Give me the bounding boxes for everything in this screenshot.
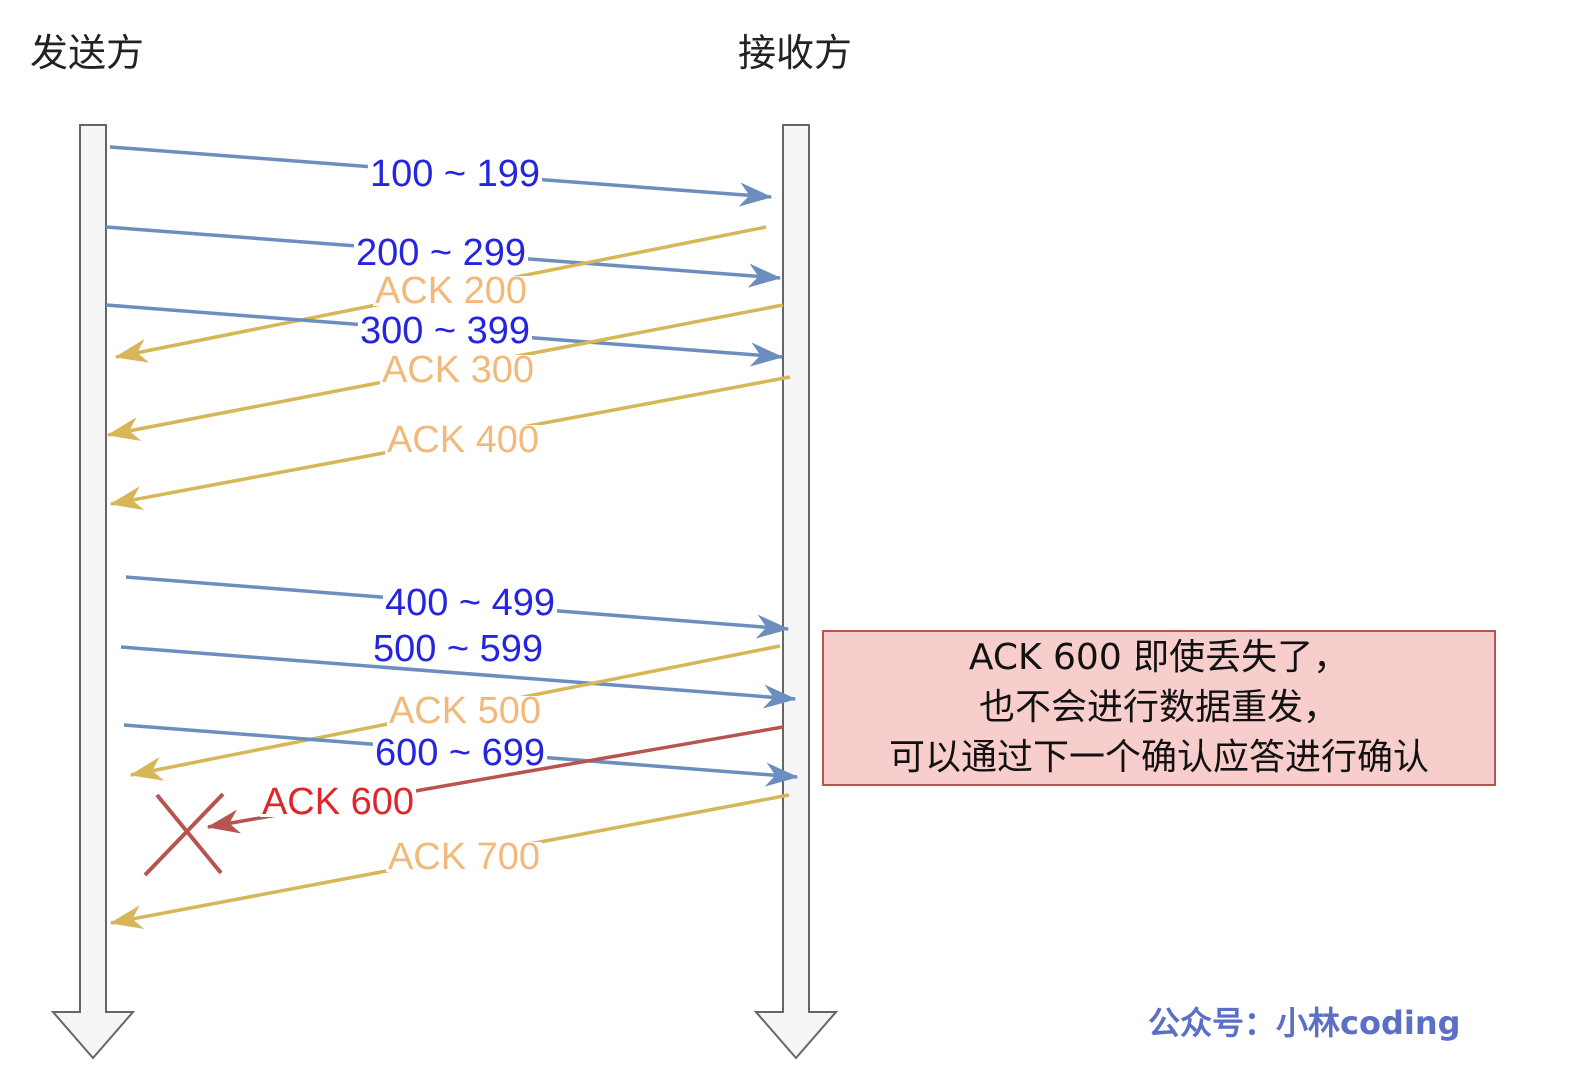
label-300-399: 300 ~ 399 [360, 310, 530, 352]
label-600-699: 600 ~ 699 [375, 732, 545, 774]
arrowhead-600-699 [764, 762, 799, 787]
label-bg-400-499 [382, 588, 558, 618]
label-bg-ack-600 [259, 787, 417, 817]
label-500-599: 500 ~ 599 [373, 628, 543, 670]
note-line-1: ACK 600 即使丢失了， [968, 637, 1350, 678]
arrowhead-300-399 [749, 342, 784, 367]
arrowhead-100-199 [738, 182, 773, 207]
note-line-2: 也不会进行数据重发， [978, 687, 1339, 728]
label-bg-ack-700 [385, 842, 543, 872]
label-ack-400: ACK 400 [387, 419, 539, 461]
sender-lifeline [50, 124, 136, 1060]
arrowhead-500-599 [762, 684, 797, 709]
label-ack-500: ACK 500 [389, 690, 541, 732]
arrowhead-ack-300 [106, 417, 142, 441]
arrowhead-200-299 [747, 263, 782, 288]
label-bg-100-199 [367, 159, 543, 189]
receiver-title: 接收方 [738, 31, 853, 75]
note-box: ACK 600 即使丢失了， 也不会进行数据重发， 可以通过下一个确认应答进行确… [822, 630, 1496, 786]
arrow-500-599 [120, 645, 796, 701]
arrowhead-ack-500 [129, 756, 165, 781]
label-100-199: 100 ~ 199 [370, 153, 540, 195]
label-ack-300: ACK 300 [382, 349, 534, 391]
label-bg-200-299 [353, 238, 529, 268]
arrowhead-400-499 [755, 614, 790, 639]
label-400-499: 400 ~ 499 [385, 582, 555, 624]
label-ack-200: ACK 200 [375, 270, 527, 312]
receiver-lifeline [753, 124, 839, 1060]
label-ack-700: ACK 700 [388, 836, 540, 878]
label-200-299: 200 ~ 299 [356, 232, 526, 274]
label-bg-600-699 [372, 738, 548, 768]
label-ack-600: ACK 600 [262, 781, 414, 823]
watermark: 公众号：小林coding [1148, 1004, 1461, 1042]
arrowhead-ack-600 [206, 809, 242, 834]
label-bg-300-399 [357, 316, 533, 346]
lost-x-stroke-1 [155, 793, 223, 875]
lost-x-stroke-2 [143, 792, 225, 877]
arrowhead-ack-200 [114, 338, 150, 363]
arrowhead-ack-400 [109, 486, 145, 511]
arrowhead-ack-700 [109, 905, 145, 930]
label-bg-ack-500 [386, 696, 544, 726]
label-bg-ack-400 [384, 425, 542, 455]
label-bg-ack-200 [372, 276, 530, 306]
sender-title: 发送方 [30, 31, 145, 75]
note-line-3: 可以通过下一个确认应答进行确认 [888, 737, 1429, 778]
label-bg-ack-300 [379, 355, 537, 385]
label-bg-500-599 [370, 634, 546, 664]
